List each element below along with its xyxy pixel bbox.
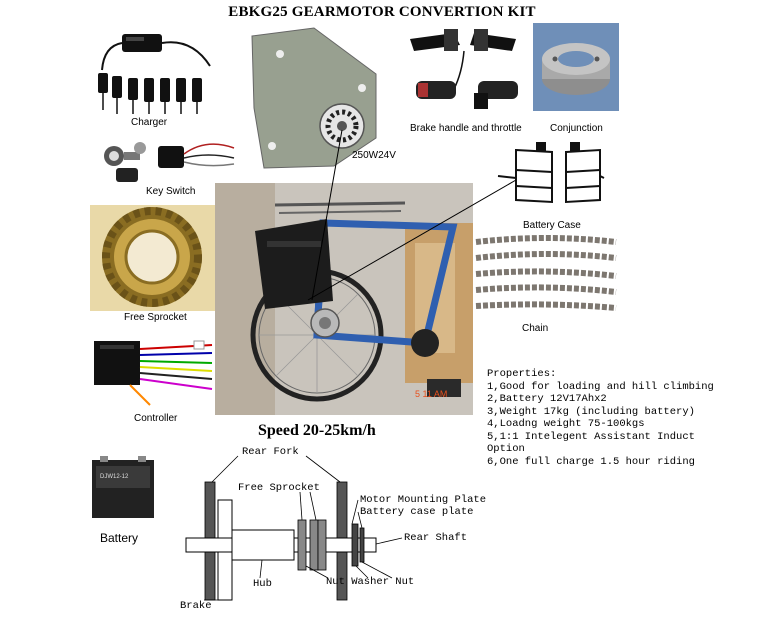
motor-plate-photo [251, 27, 377, 169]
diagram-label-rear-shaft: Rear Shaft [404, 532, 468, 544]
property-item: 4,Loadng weight 75-100kgs [487, 418, 645, 430]
conjunction-label: Conjunction [550, 123, 603, 134]
property-item: 1,Good for loading and hill climbing [487, 380, 714, 393]
chain-label: Chain [522, 323, 549, 334]
diagram-label-motor-mounting-plate: Motor Mounting Plate [360, 494, 487, 506]
speed-text: Speed 20-25km/h [258, 422, 376, 439]
free-sprocket-photo [90, 205, 216, 311]
diagram-label-nut-washer-nut: Nut Washer Nut [326, 576, 415, 588]
property-item: 5,1:1 Intelegent Assistant Induct [487, 430, 695, 443]
photo-timestamp: 5 11 AM [415, 389, 447, 399]
chain-photo [472, 232, 620, 316]
diagram-label-brake: Brake [180, 600, 212, 612]
diagram-label-free-sprocket: Free Sprocket [238, 482, 320, 494]
conjunction-photo [533, 23, 619, 111]
brake-throttle-label: Brake handle and throttle [410, 123, 522, 134]
property-item: 3,Weight 17kg (including battery) [487, 405, 695, 418]
diagram-label-rear-fork: Rear Fork [242, 446, 299, 458]
battery-photo: DJW12-12 [92, 456, 154, 518]
key-switch-photo [104, 142, 235, 182]
property-item: 6,One full charge 1.5 hour riding [487, 455, 695, 468]
motor-spec-label: 250W24V [352, 150, 396, 161]
battery-label: Battery [100, 531, 139, 545]
controller-label: Controller [134, 413, 178, 424]
battery-case-label: Battery Case [523, 220, 581, 231]
diagram-label-battery-case-plate: Battery case plate [360, 506, 474, 518]
free-sprocket-label: Free Sprocket [124, 312, 187, 323]
key-switch-label: Key Switch [146, 186, 196, 197]
property-item: Option [487, 443, 525, 455]
page-title: EBKG25 GEARMOTOR CONVERTION KIT [228, 4, 536, 20]
controller-photo [94, 340, 213, 406]
battery-case-photo [497, 142, 605, 204]
battery-model-text: DJW12-12 [100, 474, 129, 480]
brake-throttle-photo [404, 23, 528, 119]
properties-heading: Properties: [487, 368, 557, 380]
property-item: 2,Battery 12V17Ahx2 [487, 393, 607, 405]
charger-label: Charger [131, 117, 168, 128]
charger-photo [98, 34, 211, 114]
diagram-label-hub: Hub [253, 578, 272, 590]
properties-block: Properties: 1,Good for loading and hill … [487, 368, 714, 468]
